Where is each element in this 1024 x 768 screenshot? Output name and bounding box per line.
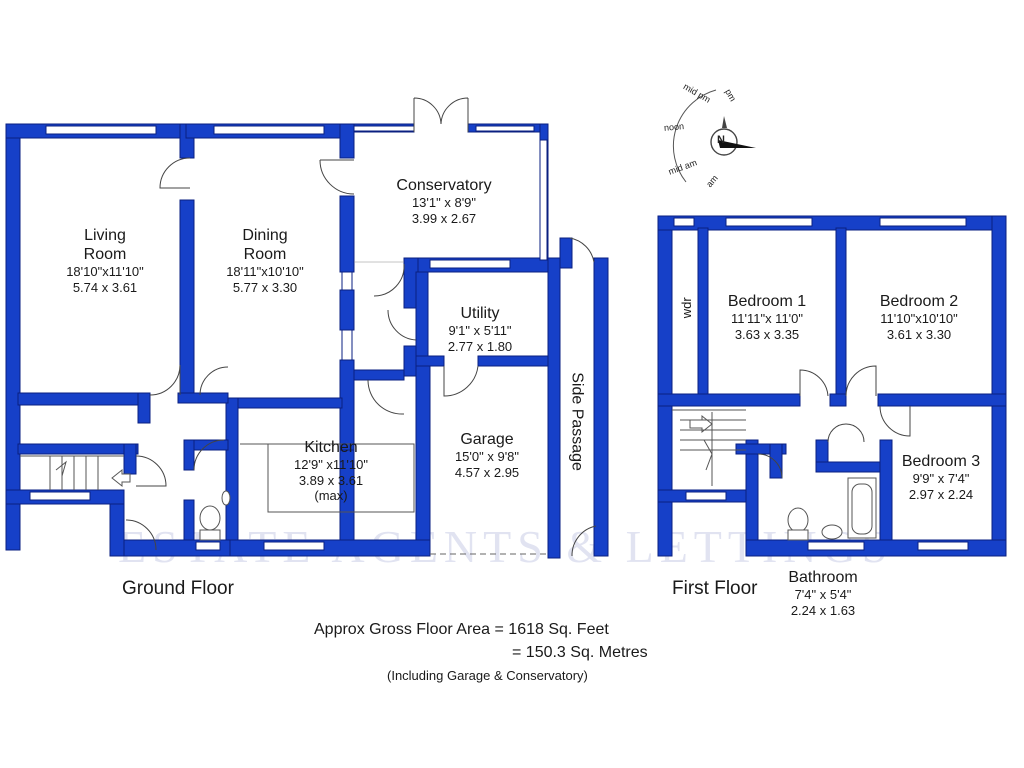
bedroom2-imperial: 11'10"x10'10" [880, 311, 958, 327]
room-living: Living Room 18'10"x11'10" 5.74 x 3.61 [50, 226, 160, 296]
garage-metric: 4.57 x 2.95 [454, 464, 520, 480]
ground-floor-fixtures [20, 261, 548, 555]
area-inclusion-note: (Including Garage & Conservatory) [387, 668, 588, 683]
room-bedroom1: Bedroom 1 11'11"x 11'0" 3.63 x 3.35 [712, 292, 822, 342]
first-floor-walls [657, 215, 1007, 557]
dining-room-metric: 5.77 x 3.30 [232, 279, 298, 295]
ground-floor-title: Ground Floor [122, 578, 234, 599]
kitchen-imperial: 12'9" x11'10" [294, 457, 368, 473]
living-room-name-1: Living [84, 227, 126, 244]
ground-floor-windows [29, 125, 548, 551]
gross-area-sq-feet: Approx Gross Floor Area = 1618 Sq. Feet [314, 621, 609, 638]
living-room-metric: 5.74 x 3.61 [72, 279, 138, 295]
conservatory-imperial: 13'1" x 8'9" [411, 195, 477, 211]
bedroom3-imperial: 9'9" x 7'4" [912, 471, 970, 487]
room-bathroom: Bathroom 7'4" x 5'4" 2.24 x 1.63 [768, 568, 878, 618]
bathroom-name: Bathroom [788, 569, 858, 586]
conservatory-metric: 3.99 x 2.67 [411, 210, 477, 226]
first-floor-title: First Floor [672, 578, 758, 599]
compass-label-noon: noon [663, 121, 685, 133]
bedroom1-metric: 3.63 x 3.35 [734, 326, 800, 342]
bedroom1-name: Bedroom 1 [727, 293, 807, 310]
bathroom-metric: 2.24 x 1.63 [790, 602, 856, 618]
bedroom2-metric: 3.61 x 3.30 [886, 326, 952, 342]
dining-room-imperial: 18'11"x10'10" [226, 264, 304, 280]
side-passage-label: Side Passage [568, 372, 586, 471]
living-room-imperial: 18'10"x11'10" [66, 264, 144, 280]
room-garage: Garage 15'0" x 9'8" 4.57 x 2.95 [432, 430, 542, 480]
room-bedroom2: Bedroom 2 11'10"x10'10" 3.61 x 3.30 [864, 292, 974, 342]
room-dining: Dining Room 18'11"x10'10" 5.77 x 3.30 [210, 226, 320, 296]
bedroom1-imperial: 11'11"x 11'0" [730, 311, 804, 327]
room-conservatory: Conservatory 13'1" x 8'9" 3.99 x 2.67 [384, 176, 504, 226]
wardrobe-label: wdr [679, 297, 695, 319]
compass [672, 89, 756, 183]
bedroom3-metric: 2.97 x 2.24 [908, 486, 974, 502]
first-floor-windows [673, 217, 969, 551]
dining-room-name-1: Dining [242, 227, 288, 244]
garage-imperial: 15'0" x 9'8" [454, 449, 520, 465]
room-kitchen: Kitchen 12'9" x11'10" 3.89 x 3.61 (max) [276, 438, 386, 504]
ground-floor-doors [125, 97, 597, 557]
kitchen-metric: 3.89 x 3.61 [298, 472, 364, 488]
living-room-name-2: Room [83, 246, 127, 264]
room-utility: Utility 9'1" x 5'11" 2.77 x 1.80 [420, 304, 540, 354]
north-marker: N [717, 134, 725, 146]
gross-area-sq-metres: = 150.3 Sq. Metres [512, 644, 648, 661]
bedroom2-name: Bedroom 2 [879, 293, 959, 310]
conservatory-name: Conservatory [396, 177, 492, 194]
bedroom3-name: Bedroom 3 [901, 453, 981, 470]
utility-imperial: 9'1" x 5'11" [448, 323, 512, 339]
dining-room-name-2: Room [243, 246, 287, 264]
utility-name: Utility [460, 305, 500, 322]
room-bedroom3: Bedroom 3 9'9" x 7'4" 2.97 x 2.24 [886, 452, 996, 502]
first-floor-fixtures [672, 409, 877, 541]
first-floor-doors [757, 365, 911, 479]
utility-metric: 2.77 x 1.80 [447, 338, 513, 354]
kitchen-name: Kitchen [304, 439, 358, 456]
garage-name: Garage [460, 431, 514, 448]
kitchen-note: (max) [314, 488, 348, 504]
bathroom-imperial: 7'4" x 5'4" [794, 587, 852, 603]
